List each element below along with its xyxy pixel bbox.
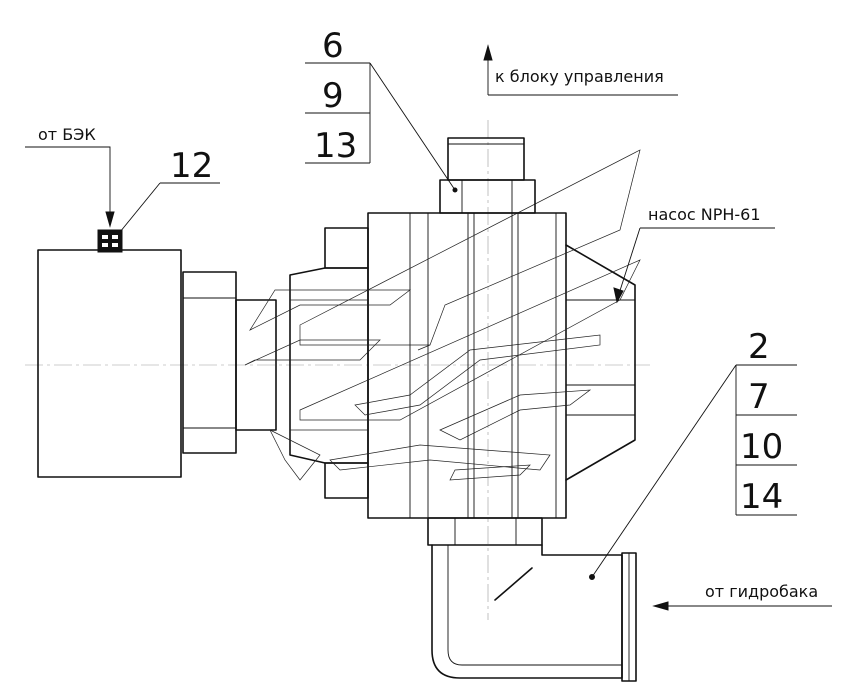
control-unit-label: к блоку управления: [495, 67, 664, 86]
section-hatching: [244, 149, 641, 481]
pump-label: насос NPH-61: [648, 205, 761, 224]
motor-connector: [97, 229, 123, 253]
position-13: 13: [314, 126, 357, 166]
tank-pointer: [652, 601, 832, 611]
position-10: 10: [740, 427, 783, 467]
tank-label: от гидробака: [705, 582, 818, 601]
position-14: 14: [740, 477, 783, 517]
pump-pointer: [613, 227, 775, 304]
position-2: 2: [748, 327, 770, 367]
top-fitting: [439, 137, 536, 214]
electric-motor: [37, 249, 277, 478]
bottom-elbow-fitting: [427, 517, 637, 682]
bek-label: от БЭК: [38, 125, 96, 144]
position-12: 12: [170, 146, 213, 186]
centerlines: [25, 120, 650, 620]
position-group-top: [305, 62, 456, 191]
bek-pointer: [25, 146, 115, 228]
position-12-leader: [119, 182, 220, 233]
position-7: 7: [748, 377, 770, 417]
position-group-right: [591, 364, 797, 578]
position-6: 6: [322, 26, 344, 66]
control-unit-pointer: [483, 44, 678, 96]
pump-body: [289, 212, 636, 519]
position-9: 9: [322, 76, 344, 116]
